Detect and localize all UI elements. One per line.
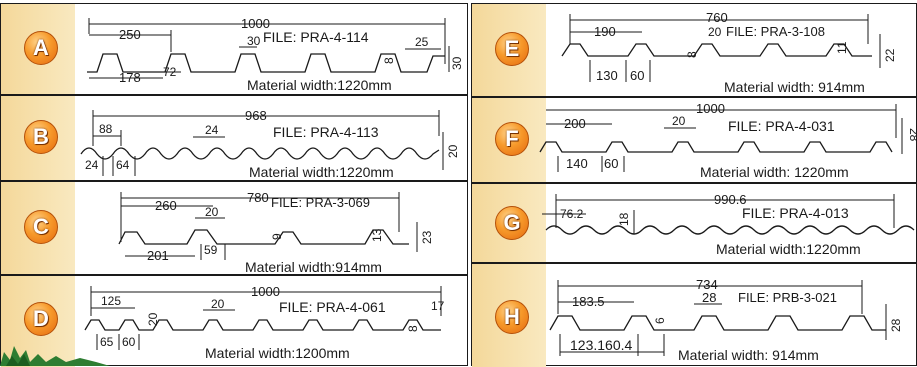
dim-top: 28	[702, 290, 716, 305]
dim-height: 30	[450, 56, 464, 70]
dim-pitch: 88	[99, 122, 113, 136]
material-width: Material width: 1220mm	[700, 164, 849, 180]
dim-top: 30	[247, 34, 261, 48]
profile-drawing-c: 780 260 20 FILE: PRA-3-069 9 13 23 201 5…	[118, 190, 434, 275]
dim-lower-b: 60	[604, 156, 618, 171]
dim-top: 20	[708, 25, 722, 39]
profile-badge-f: F	[495, 122, 529, 156]
profile-badge-b: B	[24, 120, 58, 154]
dim-total: 1000	[241, 16, 270, 31]
dim-lower-a: 140	[566, 156, 588, 171]
leaf-decoration	[0, 346, 110, 366]
dim-total: 1000	[251, 284, 280, 299]
profile-drawing-e: 760 190 20 FILE: PRA-3-108 8 11 22 130 6…	[561, 10, 897, 95]
dim-pitch: 200	[564, 116, 586, 131]
file-code: FILE: PRA-4-114	[263, 29, 369, 45]
dim-pitch: 183.5	[572, 294, 605, 309]
dim-total: 734	[696, 277, 718, 292]
dim-pitch: 250	[119, 27, 141, 42]
profile-drawing-h: 734 183.5 28 FILE: PRB-3-021 6 28 123.16…	[549, 277, 903, 363]
dim-total: 968	[245, 108, 267, 123]
dim-height: 28	[907, 128, 917, 142]
material-width: Material width: 914mm	[678, 347, 819, 363]
profile-row-b: B 968 88 24 FILE: PRA-4-113 20 24 64 Mat…	[1, 96, 467, 182]
dim-total: 780	[247, 190, 269, 205]
dim-lower-b: 64	[116, 158, 130, 172]
profile-badge-d: D	[24, 302, 58, 336]
dim-lower-a: 24	[85, 158, 99, 172]
material-width: Material width:1200mm	[205, 345, 350, 361]
profile-row-e: E 760 190 20 FILE: PRA-3-108 8 11 22 130…	[472, 4, 916, 98]
file-code: FILE: PRA-4-113	[273, 124, 379, 140]
dim-depth-b: 13	[370, 228, 384, 242]
dim-pitch: 190	[594, 24, 616, 39]
dim-height: 20	[446, 144, 460, 158]
profile-badge-h: H	[495, 300, 529, 334]
dim-depth: 8	[406, 325, 420, 332]
dim-top-bottom: 72	[163, 65, 177, 79]
dim-edge: 25	[415, 35, 429, 49]
left-column: A 1000 250 30 FILE: PRA-4-114 25 8 30 17…	[0, 3, 468, 367]
profile-badge-e: E	[495, 32, 529, 66]
dim-total: 990.6	[714, 192, 747, 207]
dim-rib: 20	[146, 312, 160, 326]
file-code: FILE: PRA-4-061	[279, 299, 386, 315]
file-code: FILE: PRB-3-021	[738, 290, 837, 305]
dim-valley: 178	[119, 70, 141, 85]
profile-row-f: F 1000 200 20 FILE: PRA-4-031 28 140 60 …	[472, 98, 917, 184]
profile-badge-g: G	[495, 206, 529, 240]
dim-top: 20	[205, 205, 219, 219]
material-width: Material width:1220mm	[249, 164, 394, 180]
material-width: Material width: 914mm	[724, 79, 865, 95]
dim-pitch: 76.2	[560, 207, 584, 221]
dim-pitch: 125	[101, 294, 121, 308]
material-width: Material width:1220mm	[716, 241, 861, 257]
dim-lower: 123.160.4	[570, 337, 632, 353]
profile-drawing-a: 1000 250 30 FILE: PRA-4-114 25 8 30 178 …	[87, 16, 464, 93]
dim-lower-b: 60	[630, 68, 644, 83]
dim-edge: 17	[431, 299, 445, 313]
dim-lower-a: 130	[596, 68, 618, 83]
profile-row-a: A 1000 250 30 FILE: PRA-4-114 25 8 30 17…	[1, 4, 467, 96]
profile-row-g: G 990.6 76.2 18 FILE: PRA-4-013 Material…	[472, 184, 916, 264]
dim-depth-a: 9	[270, 233, 284, 240]
file-code: FILE: PRA-4-031	[728, 118, 835, 134]
file-code: FILE: PRA-3-108	[726, 24, 825, 39]
dim-valley: 201	[147, 248, 169, 263]
profile-drawing-f: 1000 200 20 FILE: PRA-4-031 28 140 60 Ma…	[539, 101, 917, 180]
profile-badge-c: C	[24, 210, 58, 244]
dim-depth-small: 8	[382, 57, 396, 64]
profile-row-c: C 780 260 20 FILE: PRA-3-069 9 13 23 201…	[1, 182, 467, 276]
dim-lower-a: 65	[100, 335, 114, 349]
profile-badge-a: A	[24, 31, 58, 65]
profile-row-d: D 1000 125 20 20 FILE: PRA-4-061 17 8 65…	[1, 276, 467, 367]
file-code: FILE: PRA-4-013	[742, 205, 849, 221]
dim-depth-a: 8	[685, 51, 699, 58]
material-width: Material width:1220mm	[247, 77, 392, 93]
profile-drawing-b: 968 88 24 FILE: PRA-4-113 20 24 64 Mater…	[80, 108, 460, 180]
dim-total: 1000	[696, 101, 725, 116]
profile-drawing-g: 990.6 76.2 18 FILE: PRA-4-013 Material w…	[542, 192, 915, 257]
profile-drawing-d: 1000 125 20 20 FILE: PRA-4-061 17 8 65 6…	[84, 284, 445, 361]
profile-row-h: H 734 183.5 28 FILE: PRB-3-021 6 28 123.…	[472, 264, 916, 367]
dim-height: 18	[617, 212, 631, 226]
dim-crest: 24	[205, 123, 219, 137]
right-column: E 760 190 20 FILE: PRA-3-108 8 11 22 130…	[471, 3, 917, 367]
dim-height: 22	[883, 48, 897, 62]
dim-height: 23	[420, 230, 434, 244]
dim-pitch: 260	[155, 198, 177, 213]
dim-height: 28	[889, 318, 903, 332]
dim-total: 760	[706, 10, 728, 25]
file-code: FILE: PRA-3-069	[271, 195, 370, 210]
dim-bottom: 59	[204, 243, 218, 257]
dim-lower-b: 60	[122, 335, 136, 349]
material-width: Material width:914mm	[245, 259, 382, 275]
dim-top: 20	[672, 114, 686, 128]
dim-depth: 6	[653, 317, 667, 324]
dim-top: 20	[211, 297, 225, 311]
